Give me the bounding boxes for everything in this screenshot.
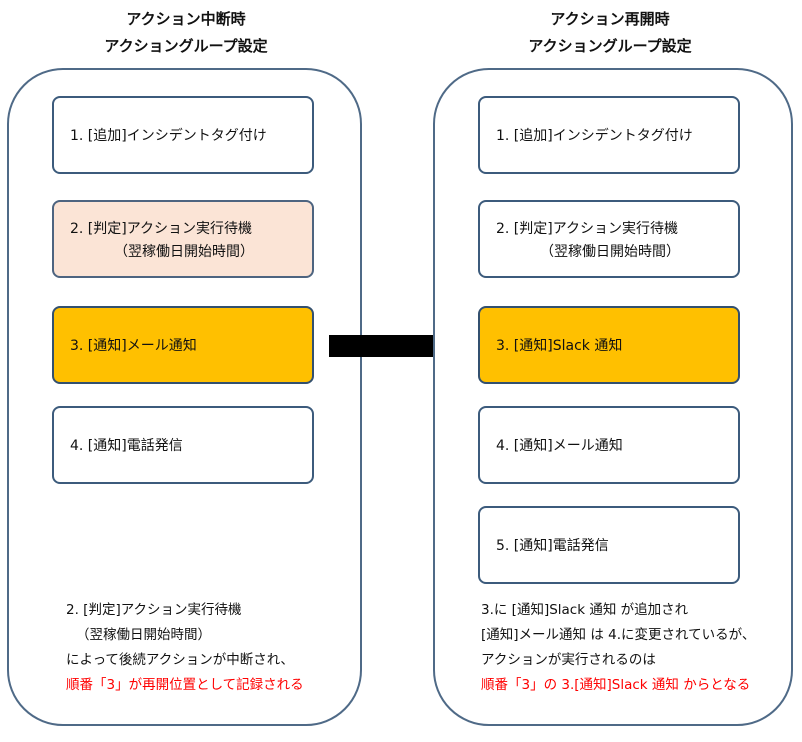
right-note: 3.に [通知]Slack 通知 が追加され [通知]メール通知 は 4.に変更… xyxy=(481,598,755,698)
right-note-line4: 順番「3」の 3.[通知]Slack 通知 からとなる xyxy=(481,677,751,693)
right-step-2-label: 2. [判定]アクション実行待機 xyxy=(496,220,679,237)
right-step-2: 2. [判定]アクション実行待機 （翌稼働日開始時間） xyxy=(478,200,740,278)
left-step-3-label: 3. [通知]メール通知 xyxy=(70,338,197,354)
left-step-2-sublabel: （翌稼働日開始時間） xyxy=(114,243,254,260)
left-note-line3: によって後続アクションが中断され、 xyxy=(66,652,294,668)
left-step-4: 4. [通知]電話発信 xyxy=(52,406,314,484)
right-panel xyxy=(433,68,793,726)
right-step-4: 4. [通知]メール通知 xyxy=(478,406,740,484)
right-step-1-label: 1. [追加]インシデントタグ付け xyxy=(496,128,693,144)
right-note-line2: [通知]メール通知 は 4.に変更されているが、 xyxy=(481,627,756,643)
right-step-2-sublabel: （翌稼働日開始時間） xyxy=(540,243,680,260)
left-note: 2. [判定]アクション実行待機 （翌稼働日開始時間） によって後続アクションが… xyxy=(66,598,304,698)
left-step-1: 1. [追加]インシデントタグ付け xyxy=(52,96,314,174)
left-step-2-label: 2. [判定]アクション実行待機 xyxy=(70,220,253,237)
left-note-line1: 2. [判定]アクション実行待機 xyxy=(66,602,242,618)
right-step-3: 3. [通知]Slack 通知 xyxy=(478,306,740,384)
left-note-line4: 順番「3」が再開位置として記録される xyxy=(66,677,304,693)
right-note-line1: 3.に [通知]Slack 通知 が追加され xyxy=(481,602,689,618)
right-step-5: 5. [通知]電話発信 xyxy=(478,506,740,584)
right-note-line3: アクションが実行されるのは xyxy=(481,652,656,668)
left-step-1-label: 1. [追加]インシデントタグ付け xyxy=(70,128,267,144)
left-step-3: 3. [通知]メール通知 xyxy=(52,306,314,384)
right-title-line1: アクション再開時 xyxy=(550,10,670,28)
left-title-line1: アクション中断時 xyxy=(126,10,246,28)
left-step-2: 2. [判定]アクション実行待機 （翌稼働日開始時間） xyxy=(52,200,314,278)
right-title-line2: アクショングループ設定 xyxy=(528,37,692,55)
right-step-3-label: 3. [通知]Slack 通知 xyxy=(496,338,623,354)
left-note-line2: （翌稼働日開始時間） xyxy=(76,627,211,643)
right-step-1: 1. [追加]インシデントタグ付け xyxy=(478,96,740,174)
right-step-4-label: 4. [通知]メール通知 xyxy=(496,438,623,454)
right-step-5-label: 5. [通知]電話発信 xyxy=(496,538,609,554)
left-title-line2: アクショングループ設定 xyxy=(104,37,268,55)
left-panel xyxy=(7,68,362,726)
left-step-4-label: 4. [通知]電話発信 xyxy=(70,438,183,454)
